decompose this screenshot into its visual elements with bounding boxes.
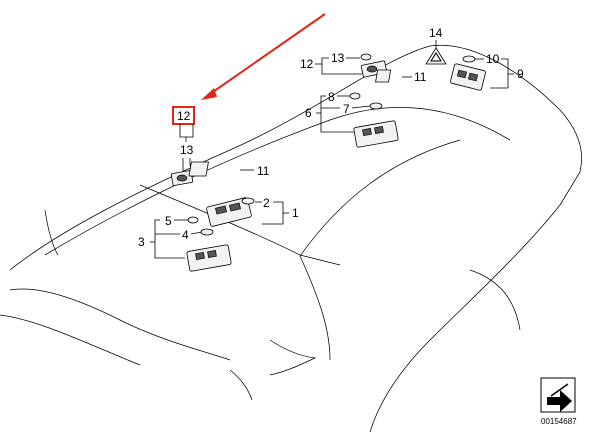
upper-middle-interior-light bbox=[353, 120, 399, 148]
callout-14: 14 bbox=[429, 26, 443, 40]
bulb-2 bbox=[241, 197, 255, 205]
callout-12-right: 12 bbox=[300, 57, 314, 71]
callout-5: 5 bbox=[165, 214, 172, 228]
cover-11-right bbox=[375, 69, 392, 83]
callout-1: 1 bbox=[292, 206, 299, 220]
view-indicator: 00154687 bbox=[540, 377, 577, 426]
car-outline bbox=[0, 44, 582, 432]
callout-12-highlighted: 12 bbox=[172, 106, 195, 125]
front-light-group: 2 1 bbox=[206, 196, 299, 227]
front-interior-light bbox=[206, 197, 252, 227]
arrow-indicator-icon bbox=[547, 390, 572, 412]
rear-reading-light bbox=[450, 63, 486, 91]
callout-4: 4 bbox=[182, 228, 189, 242]
callout-8: 8 bbox=[328, 90, 335, 104]
top-lamp-group: 12 13 bbox=[300, 51, 388, 78]
indicator-frame bbox=[540, 377, 576, 413]
bulb-7 bbox=[369, 102, 383, 110]
part-11-right-group: 11 bbox=[375, 69, 427, 84]
callout-7: 7 bbox=[343, 102, 350, 116]
callout-3: 3 bbox=[138, 235, 145, 249]
rear-left-interior-light bbox=[186, 244, 232, 272]
callout-2: 2 bbox=[263, 196, 270, 210]
cover-11-left bbox=[188, 161, 209, 177]
bulb-4 bbox=[200, 228, 214, 236]
upper-middle-light-group: 8 7 6 bbox=[305, 90, 399, 148]
bulb-10 bbox=[462, 55, 476, 63]
right-lamp-group: 10 9 bbox=[450, 52, 524, 91]
callout-6: 6 bbox=[305, 106, 312, 120]
callout-10: 10 bbox=[486, 52, 500, 66]
callout-9: 9 bbox=[517, 67, 524, 81]
bulb-8 bbox=[349, 92, 361, 100]
highlight-arrow bbox=[201, 13, 326, 100]
warning-triangle-icon bbox=[425, 47, 447, 65]
document-id: 00154687 bbox=[541, 417, 577, 426]
callout-13-left: 13 bbox=[180, 143, 194, 157]
callout-11-left: 11 bbox=[257, 164, 270, 178]
callout-12-left: 12 bbox=[177, 109, 191, 123]
bulb-5 bbox=[187, 216, 199, 224]
hazard-switch-group: 14 bbox=[425, 26, 447, 65]
rear-left-light-group: 5 4 3 bbox=[138, 214, 232, 272]
part-11-left-group: 11 bbox=[188, 161, 270, 178]
callout-13-right: 13 bbox=[331, 51, 345, 65]
callout-11-right: 11 bbox=[414, 70, 427, 84]
bulb-13-right bbox=[360, 53, 372, 61]
